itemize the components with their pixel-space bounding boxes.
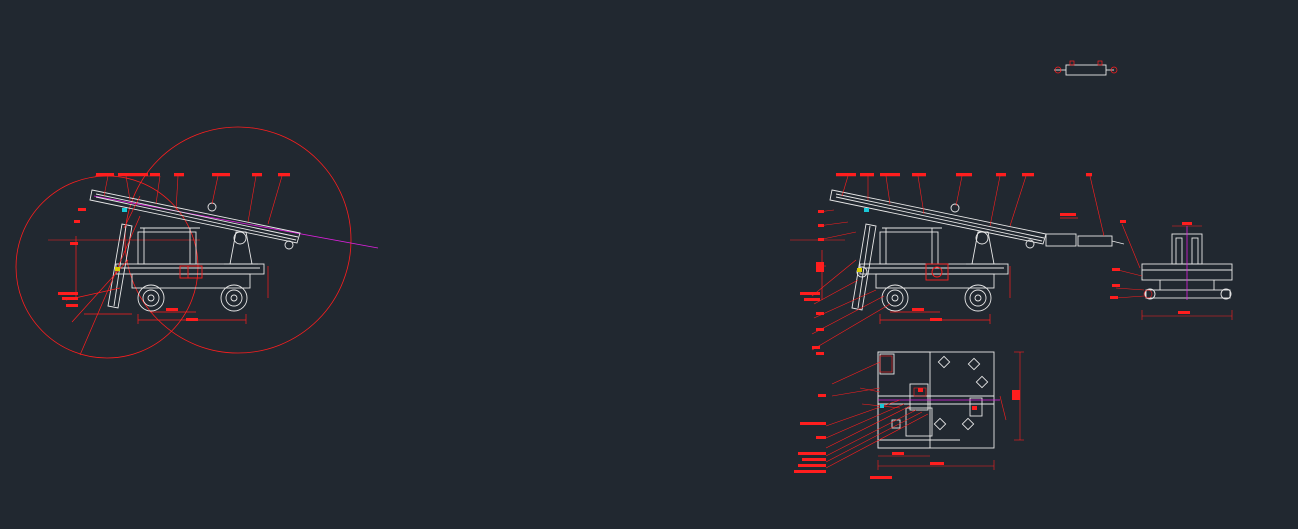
accent-marker xyxy=(864,208,869,212)
leader-lines xyxy=(790,175,1105,351)
boom-centerline xyxy=(93,195,379,249)
plan-view-details xyxy=(825,351,1024,470)
wheels xyxy=(137,284,248,312)
end-view-dimensions xyxy=(1115,223,1233,320)
plan-view-tags xyxy=(794,388,1020,479)
top-callout-tags xyxy=(96,173,290,176)
hydraulic-cylinder-detail[interactable] xyxy=(1054,60,1118,76)
end-view[interactable] xyxy=(1110,220,1233,320)
extension-cylinder xyxy=(1045,233,1125,247)
callout-tags xyxy=(800,173,1092,355)
cylinder-ports xyxy=(1054,60,1118,74)
boom-beam xyxy=(829,189,1047,249)
accent-marker xyxy=(122,208,127,212)
accent-marker xyxy=(880,404,884,408)
accent-marker xyxy=(115,267,120,271)
left-callout-tags xyxy=(58,208,198,321)
front-mast xyxy=(107,223,133,309)
wheels xyxy=(881,284,992,312)
end-view-tags xyxy=(1110,220,1192,314)
cylinder-body xyxy=(1054,64,1114,76)
side-elevation-with-swing-radius[interactable] xyxy=(15,126,379,359)
accent-marker xyxy=(857,268,862,272)
side-elevation-with-extension[interactable] xyxy=(790,173,1125,355)
plan-view[interactable] xyxy=(794,351,1024,479)
dimension-lines xyxy=(821,217,1078,324)
